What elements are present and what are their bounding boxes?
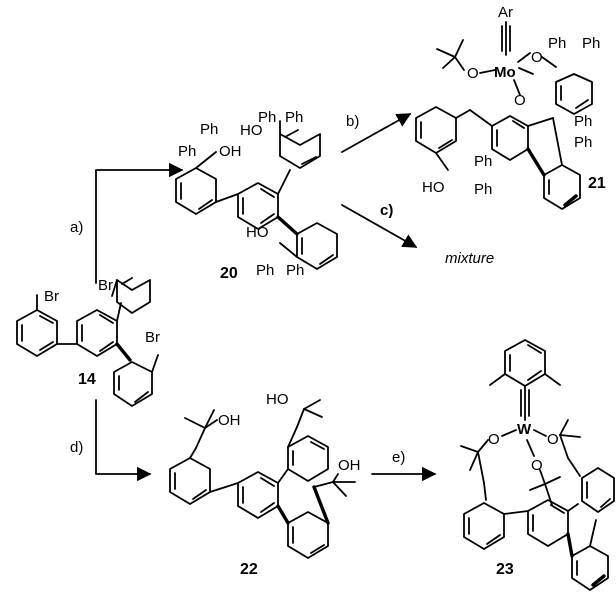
arrow-b: [341, 113, 412, 153]
c21-ph-5: Ph: [474, 153, 492, 170]
c21-o-3: O: [514, 92, 526, 109]
step-c-label: c): [380, 202, 393, 219]
c21-o-2: O: [531, 49, 543, 66]
c23-o-3: O: [531, 457, 543, 474]
c20-ho-2: HO: [246, 224, 269, 241]
c20-ph-6: Ph: [286, 262, 304, 279]
c20-ph-3: Ph: [258, 109, 276, 126]
c20-oh-1: OH: [219, 143, 242, 160]
compound-23-number: 23: [496, 561, 514, 578]
c20-ph-2: Ph: [178, 143, 196, 160]
c21-ar: Ar: [498, 4, 513, 21]
c20-ph-5: Ph: [256, 262, 274, 279]
compound-14-number: 14: [78, 371, 96, 388]
compound-14-structure: [16, 277, 159, 407]
step-e-label: e): [392, 449, 405, 466]
c14-br-2: Br: [98, 277, 113, 294]
c21-ph-2: Ph: [582, 35, 600, 52]
mixture-label: mixture: [445, 250, 494, 267]
compound-20-number: 20: [220, 265, 238, 282]
arrow-a: [95, 162, 184, 284]
arrow-c: [341, 204, 418, 248]
c14-br-3: Br: [145, 329, 160, 346]
c21-metal: Mo: [494, 64, 516, 81]
c21-ph-4: Ph: [574, 134, 592, 151]
c23-o-2: O: [547, 431, 559, 448]
c21-o-1: O: [467, 65, 479, 82]
c21-ph-3: Ph: [574, 113, 592, 130]
c14-br-1: Br: [44, 288, 59, 305]
step-d-label: d): [70, 439, 83, 456]
c23-metal: W: [517, 421, 532, 438]
c22-oh-1: OH: [218, 412, 241, 429]
compound-23-structure: [460, 339, 615, 591]
compound-21-structure: [415, 21, 593, 210]
compound-21-number: 21: [588, 175, 606, 192]
compound-20-structure: [175, 120, 338, 270]
c21-ph-6: Ph: [474, 181, 492, 198]
c20-ho-1: HO: [240, 122, 263, 139]
c21-ph-1: Ph: [548, 35, 566, 52]
c22-ho: HO: [266, 391, 289, 408]
arrow-d: [95, 399, 152, 482]
c20-ph-4: Ph: [285, 109, 303, 126]
step-b-label: b): [346, 113, 359, 130]
c23-o-1: O: [488, 431, 500, 448]
step-a-label: a): [70, 219, 83, 236]
c20-ph-1: Ph: [200, 121, 218, 138]
c22-oh-2: OH: [338, 457, 361, 474]
compound-22-structure: [169, 399, 356, 559]
c21-ho: HO: [422, 179, 445, 196]
compound-22-number: 22: [240, 561, 258, 578]
